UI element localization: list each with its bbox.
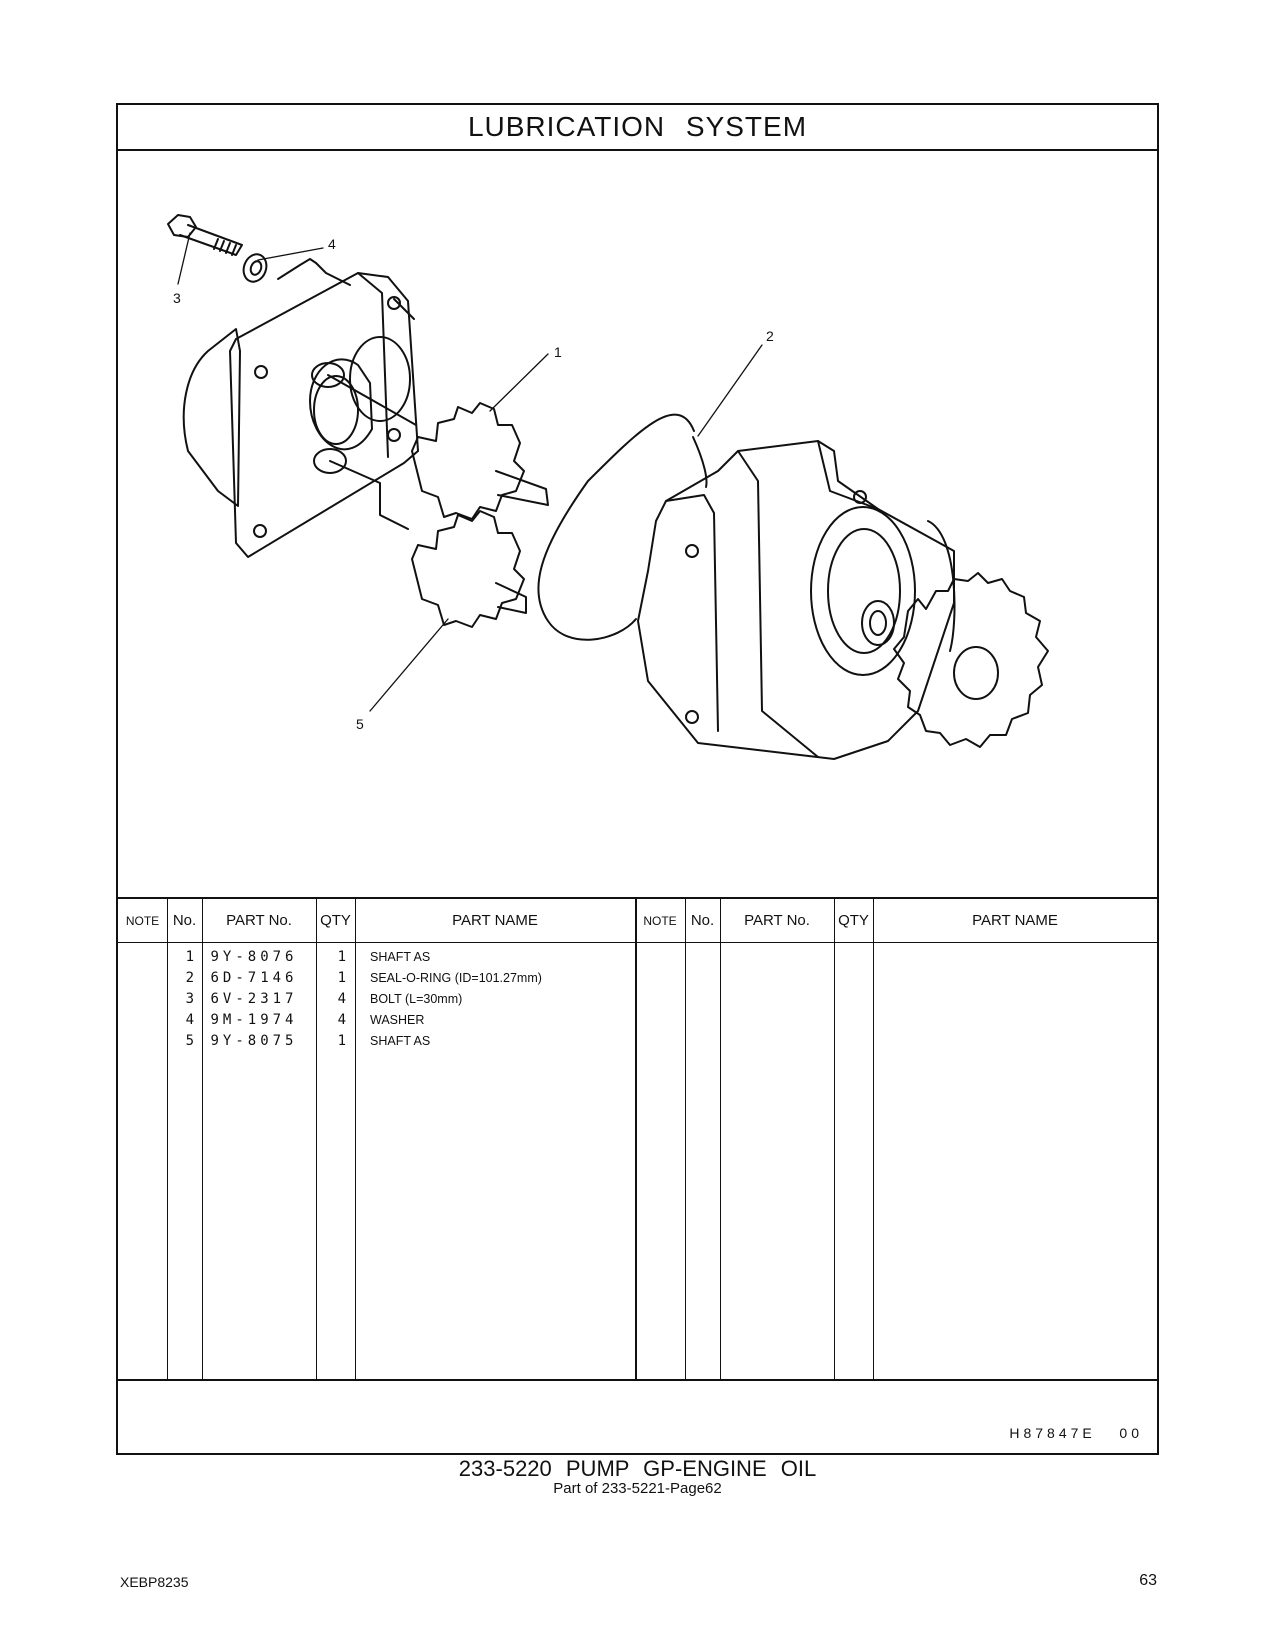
table-row: 3 6V-2317 4 BOLT (L=30mm) — [118, 989, 1157, 1010]
header-note: NOTE — [125, 913, 160, 928]
exploded-diagram: 4 3 1 2 5 — [167, 214, 1049, 760]
gear-shaft-5-drawing — [411, 510, 527, 628]
row-part-name: BOLT (L=30mm) — [370, 992, 463, 1006]
illustration-ref-band: H87847E 00 — [118, 1379, 1157, 1453]
col-divider — [167, 899, 168, 1379]
row-qty: 1 — [337, 970, 346, 986]
section-title: LUBRICATION SYSTEM — [118, 105, 1157, 151]
col-divider — [355, 899, 356, 1379]
table-row: 5 9Y-8075 1 SHAFT AS — [118, 1031, 1157, 1052]
header-part-name: PART NAME — [452, 912, 538, 929]
col-divider — [834, 899, 835, 1379]
doc-id: XEBP8235 — [120, 1574, 189, 1590]
header-note-2: NOTE — [643, 913, 677, 928]
header-part-no: PART No. — [226, 912, 292, 929]
table-row: 1 9Y-8076 1 SHAFT AS — [118, 947, 1157, 968]
row-no: 1 — [185, 949, 194, 965]
callout-3: 3 — [173, 290, 181, 306]
header-no: No. — [172, 912, 197, 929]
table-row: 2 6D-7146 1 SEAL-O-RING (ID=101.27mm) — [118, 968, 1157, 989]
row-part-no: 9Y-8075 — [210, 1033, 298, 1049]
drive-gear-drawing — [893, 572, 1049, 748]
page-number: 63 — [1139, 1572, 1157, 1589]
row-no: 4 — [185, 1012, 194, 1028]
row-part-name: SEAL-O-RING (ID=101.27mm) — [370, 971, 542, 985]
illustration-ref: H87847E 00 — [1009, 1425, 1143, 1441]
row-no: 3 — [185, 991, 194, 1007]
row-no: 5 — [185, 1033, 194, 1049]
row-part-name: WASHER — [370, 1013, 425, 1027]
header-no-2: No. — [690, 912, 715, 929]
callout-5: 5 — [356, 716, 364, 732]
row-part-no: 6V-2317 — [210, 991, 298, 1007]
callout-leaders — [177, 232, 763, 712]
row-part-no: 6D-7146 — [210, 970, 298, 986]
callout-1: 1 — [554, 344, 562, 360]
row-qty: 4 — [337, 1012, 346, 1028]
col-divider — [635, 899, 637, 1379]
header-qty: QTY — [320, 912, 351, 929]
row-part-no: 9Y-8076 — [210, 949, 298, 965]
pump-cover-drawing — [182, 272, 419, 558]
parts-page-frame: LUBRICATION SYSTEM — [116, 103, 1159, 1455]
row-qty: 4 — [337, 991, 346, 1007]
header-part-name-2: PART NAME — [972, 912, 1058, 929]
row-part-name: SHAFT AS — [370, 1034, 431, 1048]
col-divider — [685, 899, 686, 1379]
col-divider — [873, 899, 874, 1379]
parts-table: NOTE No. PART No. QTY PART NAME NOTE No.… — [118, 897, 1157, 1379]
table-row: 4 9M-1974 4 WASHER — [118, 1010, 1157, 1031]
pump-body-drawing — [637, 440, 956, 760]
washer-drawing — [242, 253, 351, 286]
bolt-drawing — [167, 214, 243, 256]
o-ring-drawing — [537, 413, 708, 641]
gear-shaft-1-drawing — [411, 402, 549, 520]
col-divider — [202, 899, 203, 1379]
col-divider — [720, 899, 721, 1379]
callout-2: 2 — [766, 328, 774, 344]
row-no: 2 — [185, 970, 194, 986]
row-part-name: SHAFT AS — [370, 950, 431, 964]
col-divider — [316, 899, 317, 1379]
caption-main: 233-5220 PUMP GP-ENGINE OIL — [458, 1456, 817, 1481]
callout-4: 4 — [328, 236, 336, 252]
caption-sub: Part of 233-5221-Page62 — [553, 1480, 722, 1497]
header-part-no-2: PART No. — [744, 912, 810, 929]
header-qty-2: QTY — [838, 912, 869, 929]
page-caption: 233-5220 PUMP GP-ENGINE OIL Part of 233-… — [0, 1456, 1275, 1497]
row-qty: 1 — [337, 949, 346, 965]
row-part-no: 9M-1974 — [210, 1012, 298, 1028]
row-qty: 1 — [337, 1033, 346, 1049]
header-divider — [118, 942, 1157, 943]
